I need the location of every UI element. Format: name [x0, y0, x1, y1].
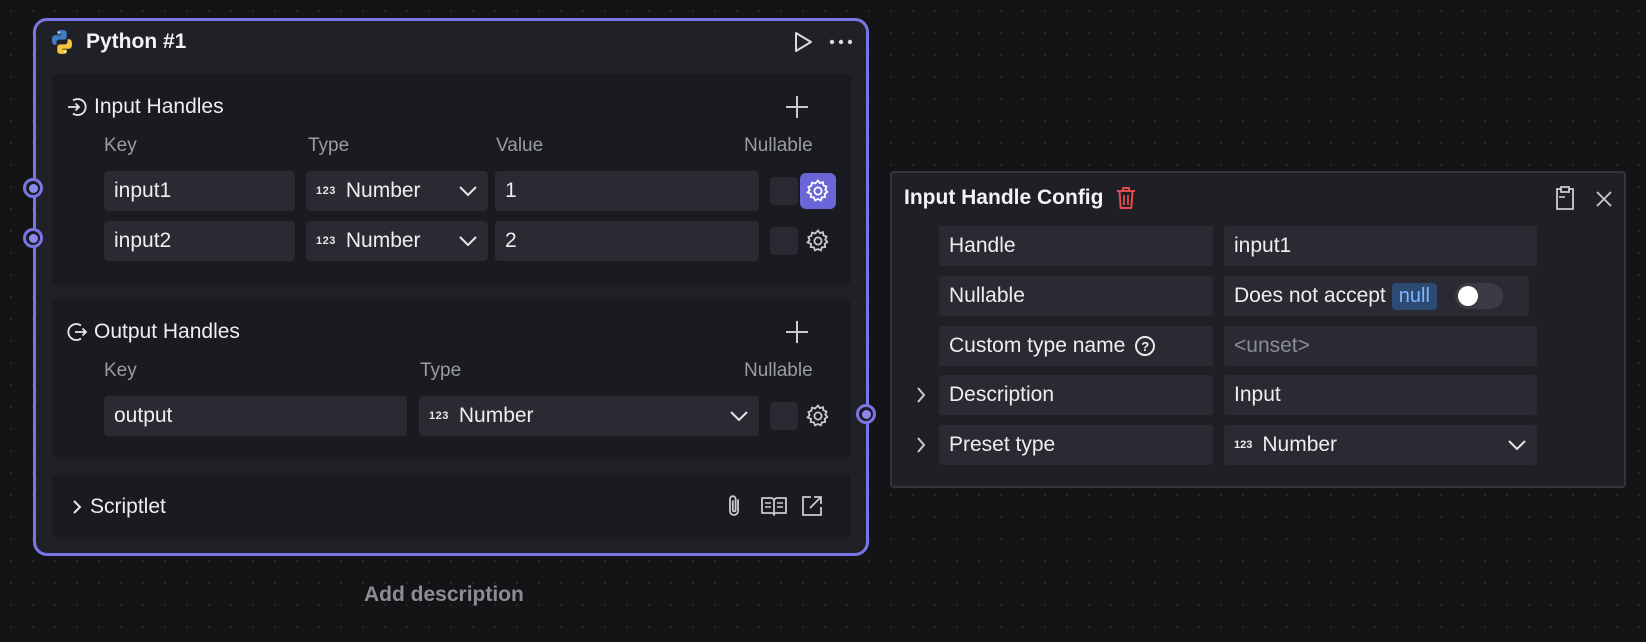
input-value-field[interactable]: 2 — [495, 221, 759, 261]
column-type-label: Type — [420, 360, 462, 381]
preset-type-select[interactable]: 123 Number — [1224, 425, 1537, 465]
gear-icon — [805, 228, 831, 254]
chevron-right-icon[interactable] — [914, 434, 928, 461]
close-icon[interactable] — [1594, 189, 1614, 209]
output-type-select[interactable]: 123 Number — [419, 396, 759, 436]
python-logo-icon — [48, 28, 76, 56]
panel-title: Input Handle Config — [904, 186, 1104, 209]
chevron-right-icon — [70, 498, 84, 516]
null-badge: null — [1391, 282, 1437, 310]
input-type-select[interactable]: 123 Number — [306, 171, 488, 211]
node-title: Python #1 — [86, 30, 187, 53]
output-handles-section: Output Handles Key Type Nullable output … — [52, 299, 851, 459]
chevron-down-icon — [458, 182, 478, 206]
external-link-icon[interactable] — [800, 494, 824, 518]
output-port-output[interactable] — [856, 404, 876, 424]
trash-icon[interactable] — [1115, 185, 1137, 211]
custom-type-name-input[interactable]: <unset> — [1224, 326, 1537, 366]
preset-type-label: Preset type — [939, 425, 1213, 465]
type-select-value: Number — [458, 404, 534, 427]
help-icon[interactable]: ? — [1135, 336, 1156, 356]
scriptlet-title: Scriptlet — [90, 495, 166, 518]
number-type-icon: 123 — [316, 185, 336, 197]
chevron-right-icon[interactable] — [914, 384, 928, 411]
column-key-label: Key — [104, 360, 137, 381]
number-type-icon: 123 — [429, 410, 449, 422]
add-description-link[interactable]: Add description — [364, 583, 524, 606]
output-arrow-icon — [66, 321, 88, 343]
input-handles-title: Input Handles — [94, 95, 224, 118]
number-type-icon: 123 — [316, 235, 336, 247]
nullable-text: Does not accept — [1234, 284, 1386, 307]
column-type-label: Type — [308, 135, 350, 156]
nullable-toggle[interactable] — [1454, 283, 1503, 309]
input-port-input2[interactable] — [23, 228, 43, 248]
chevron-down-icon — [729, 407, 749, 431]
input-handle-config-panel: Input Handle Config Handle input1 Nullab… — [890, 171, 1626, 488]
gear-icon — [805, 178, 831, 204]
handle-settings-button[interactable] — [800, 398, 836, 434]
nullable-setting: Does not accept null — [1224, 276, 1529, 316]
input-type-select[interactable]: 123 Number — [306, 221, 488, 261]
more-horizontal-icon[interactable] — [828, 38, 854, 46]
input-arrow-icon — [66, 96, 88, 118]
handle-settings-button[interactable] — [800, 223, 836, 259]
output-key-field[interactable]: output — [104, 396, 407, 436]
number-type-icon: 123 — [1234, 439, 1253, 451]
chevron-down-icon — [1507, 436, 1527, 454]
scriptlet-section[interactable]: Scriptlet — [52, 473, 851, 539]
type-select-value: Number — [345, 229, 421, 252]
custom-type-name-label: Custom type name ? — [939, 326, 1213, 366]
nullable-checkbox[interactable] — [770, 227, 798, 255]
chevron-down-icon — [458, 232, 478, 256]
custom-type-name-text: Custom type name — [949, 334, 1126, 357]
gear-icon — [805, 403, 831, 429]
play-icon[interactable] — [792, 30, 814, 54]
input-value-field[interactable]: 1 — [495, 171, 759, 211]
add-output-handle-button[interactable] — [784, 319, 810, 350]
nullable-label: Nullable — [939, 276, 1213, 316]
book-open-icon[interactable] — [760, 495, 788, 517]
output-handles-title: Output Handles — [94, 320, 240, 343]
python-node[interactable]: Python #1 Input Handles Key Type Value N… — [33, 18, 869, 556]
add-input-handle-button[interactable] — [784, 94, 810, 125]
handle-settings-button[interactable] — [800, 173, 836, 209]
input-key-field[interactable]: input1 — [104, 171, 295, 211]
input-handles-section: Input Handles Key Type Value Nullable in… — [52, 74, 851, 285]
preset-type-value: Number — [1262, 433, 1338, 456]
input-key-field[interactable]: input2 — [104, 221, 295, 261]
input-port-input1[interactable] — [23, 178, 43, 198]
description-label: Description — [939, 375, 1213, 415]
description-value-field[interactable]: Input — [1224, 375, 1537, 415]
handle-label: Handle — [939, 226, 1213, 266]
type-select-value: Number — [345, 179, 421, 202]
node-header: Python #1 — [36, 21, 866, 63]
nullable-checkbox[interactable] — [770, 402, 798, 430]
column-nullable-label: Nullable — [744, 135, 813, 156]
column-key-label: Key — [104, 135, 137, 156]
column-nullable-label: Nullable — [744, 360, 813, 381]
paperclip-icon[interactable] — [724, 493, 744, 519]
handle-value-field[interactable]: input1 — [1224, 226, 1537, 266]
nullable-checkbox[interactable] — [770, 177, 798, 205]
paste-icon[interactable] — [1552, 185, 1578, 211]
column-value-label: Value — [496, 135, 544, 156]
